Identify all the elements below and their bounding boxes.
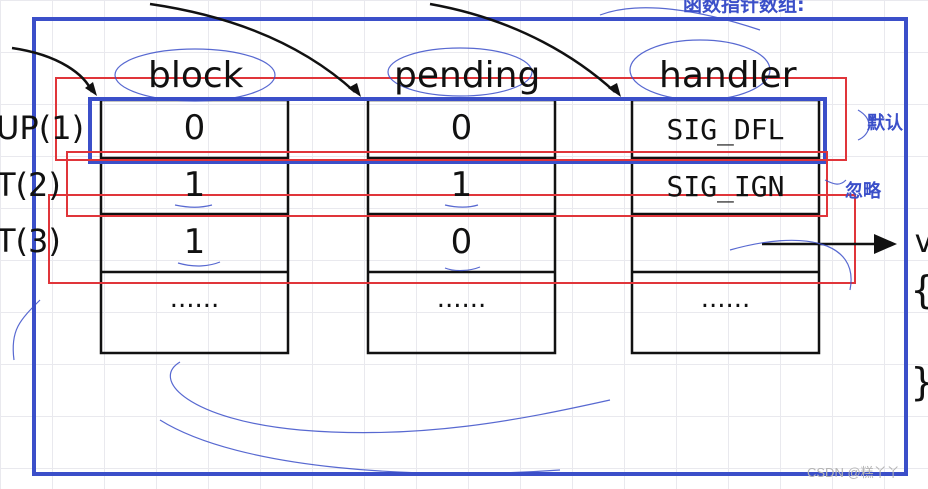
handler-cell-ellipsis: ...... [700, 284, 751, 314]
block-cell-row2: 1 [183, 165, 206, 205]
pending-cell-row2: 1 [450, 165, 473, 205]
row-label-1: UP(1) [0, 109, 85, 147]
column-header-block: block [148, 55, 244, 96]
function-pointer-array-note: 函数指针数组: [683, 0, 805, 16]
pending-cell-row3: 0 [450, 222, 473, 262]
pending-cell-ellipsis: ...... [436, 284, 487, 314]
pending-cell-row1: 0 [450, 108, 473, 148]
row-label-2: T(2) [0, 166, 61, 204]
right-edge-v: v [914, 222, 928, 260]
blue-pen-scribbles [12, 7, 870, 475]
ignore-annotation: 忽略 [845, 181, 881, 202]
handler-cell-row1: SIG_DFL [666, 113, 785, 146]
block-cell-row1: 0 [183, 108, 206, 148]
row1-blue-highlight [88, 97, 827, 164]
column-header-pending: pending [394, 55, 541, 96]
row-label-3: T(3) [0, 222, 61, 260]
block-cell-row3: 1 [183, 222, 206, 262]
handler-cell-row2: SIG_IGN [666, 170, 785, 203]
column-header-handler: handler [659, 55, 797, 96]
right-edge-close-brace: } [911, 360, 928, 404]
default-annotation: 默认 [867, 113, 903, 134]
red-highlight-boxes [48, 77, 856, 284]
block-cell-ellipsis: ...... [169, 284, 220, 314]
csdn-watermark: CSDN @糕丫丫 [807, 465, 900, 480]
right-edge-open-brace: { [911, 268, 928, 312]
